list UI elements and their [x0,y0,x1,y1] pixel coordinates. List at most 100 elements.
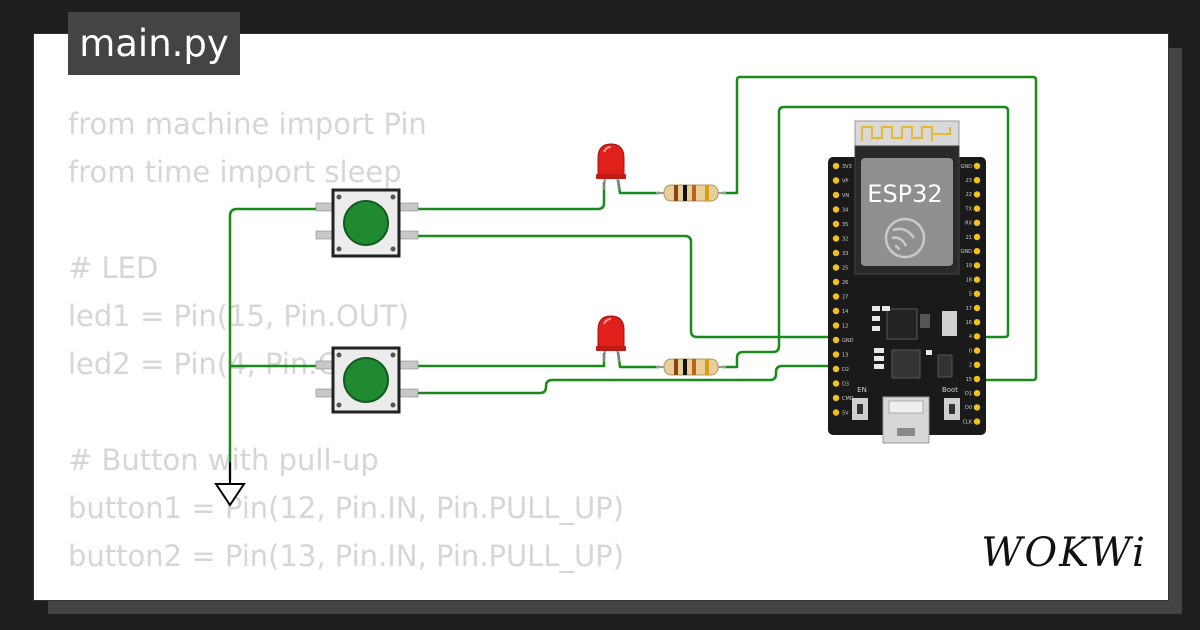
resistor-1[interactable] [656,184,726,202]
pin-pad[interactable] [832,278,840,286]
wire-resistor1-gpio15[interactable] [722,75,1038,382]
push-button-1[interactable] [315,188,419,258]
pin-label: 27 [842,294,848,300]
esp32-module-shield [861,158,953,266]
pin-pad[interactable] [973,162,981,170]
pin-label: 34 [842,207,848,213]
pin-pad[interactable] [973,262,981,269]
code-line: button1 = Pin(12, Pin.IN, Pin.PULL_UP) [68,491,625,525]
pin-pad[interactable] [832,220,840,228]
board-label: ESP32 [867,180,942,208]
wokwi-logo: WOKWi [981,530,1147,576]
pin-pad[interactable] [973,375,981,383]
pin-label: 2 [969,363,972,369]
code-line: button2 = Pin(13, Pin.IN, Pin.PULL_UP) [68,539,625,573]
pin-pad[interactable] [832,264,840,271]
pin-pad[interactable] [832,206,840,213]
pin-pad[interactable] [832,380,840,387]
ground-symbol-icon [214,462,246,507]
code-line: from time import sleep [68,155,402,189]
esp32-board[interactable]: 3V3VPVN343532332526271412GND13D2D3CMD5VG… [828,120,986,444]
pin-pad[interactable] [973,361,981,368]
pin-pad[interactable] [832,351,840,358]
pin-pad[interactable] [832,322,840,329]
pin-pad[interactable] [832,293,840,300]
pin-pad[interactable] [832,336,840,344]
button-1-cap[interactable] [343,200,389,246]
pin-pad[interactable] [973,304,981,312]
pin-label: GND [842,338,854,344]
pin-label: 25 [842,265,848,271]
wire-led2-resistor2[interactable] [616,351,660,369]
pin-label: 4 [969,334,972,340]
wire-button2-gpio13[interactable] [412,364,836,395]
pin-pad[interactable] [973,319,981,326]
pin-pad[interactable] [973,404,981,411]
pin-pad[interactable] [832,191,840,199]
wifi-antenna-icon [861,126,951,141]
pin-pad[interactable] [973,205,981,212]
pin-label: 22 [966,192,972,198]
pin-pad[interactable] [832,394,840,402]
pin-label: 17 [966,306,972,312]
pin-label: 12 [842,323,848,329]
pin-pad[interactable] [973,248,981,255]
pin-pad[interactable] [832,162,840,170]
pin-pad[interactable] [973,191,981,198]
pin-label: CMD [842,396,854,402]
pin-pad[interactable] [973,276,981,283]
pin-pad[interactable] [832,177,840,184]
pin-label: GND [961,164,973,170]
pin-label: D2 [842,367,849,373]
pin-label: VP [842,178,848,184]
pin-pad[interactable] [832,365,840,373]
espressif-logo-icon [884,217,926,259]
code-line: # LED [68,251,159,285]
pin-pad[interactable] [973,177,981,184]
pin-label: 33 [842,251,848,257]
wire-button2-led2[interactable] [412,353,606,368]
pin-pad[interactable] [973,333,981,340]
pin-pad[interactable] [832,249,840,257]
pin-pad[interactable] [973,418,981,425]
led-1[interactable] [596,143,626,191]
pin-pad[interactable] [973,219,981,226]
wire-button1-led1[interactable] [412,182,606,211]
pin-label: VN [842,193,849,199]
code-line: from machine import Pin [68,107,427,141]
pin-label: D3 [842,381,849,387]
pin-pad[interactable] [832,409,840,416]
pin-label: 18 [966,277,972,283]
pin-label: 21 [966,235,972,241]
pin-label: 0 [969,348,972,354]
pin-pad[interactable] [973,390,981,397]
wires [228,75,1038,480]
pin-label: CLK [962,419,972,425]
pin-pad[interactable] [832,235,840,242]
pin-labels: 3V3VPVN343532332526271412GND13D2D3CMD5VG… [842,164,973,426]
push-button-2[interactable] [315,346,419,414]
pin-label: 5V [842,410,849,416]
code-line: led1 = Pin(15, Pin.OUT) [68,299,410,333]
file-tab[interactable]: main.py [68,12,240,75]
pin-label: 3V3 [842,164,852,170]
button-2-cap[interactable] [343,357,389,403]
pin-pad[interactable] [973,347,981,354]
pin-label: GND [961,249,973,255]
led-2[interactable] [596,315,626,363]
wire-resistor2-gpio4[interactable] [722,105,1010,369]
wire-button1-gpio12[interactable] [412,234,836,339]
pin-pad[interactable] [973,290,981,297]
wire-ground-bus[interactable] [228,207,318,480]
pin-label: 16 [966,320,972,326]
pin-pad[interactable] [832,307,840,315]
pin-label: 35 [842,222,848,228]
pin-label: 19 [966,263,972,269]
pin-label: 26 [842,280,848,286]
resistor-2[interactable] [656,358,726,376]
pin-pad[interactable] [973,233,981,241]
usb-connector-icon[interactable] [882,396,930,444]
wire-led1-resistor1[interactable] [616,179,660,195]
pin-label: 15 [966,377,972,383]
